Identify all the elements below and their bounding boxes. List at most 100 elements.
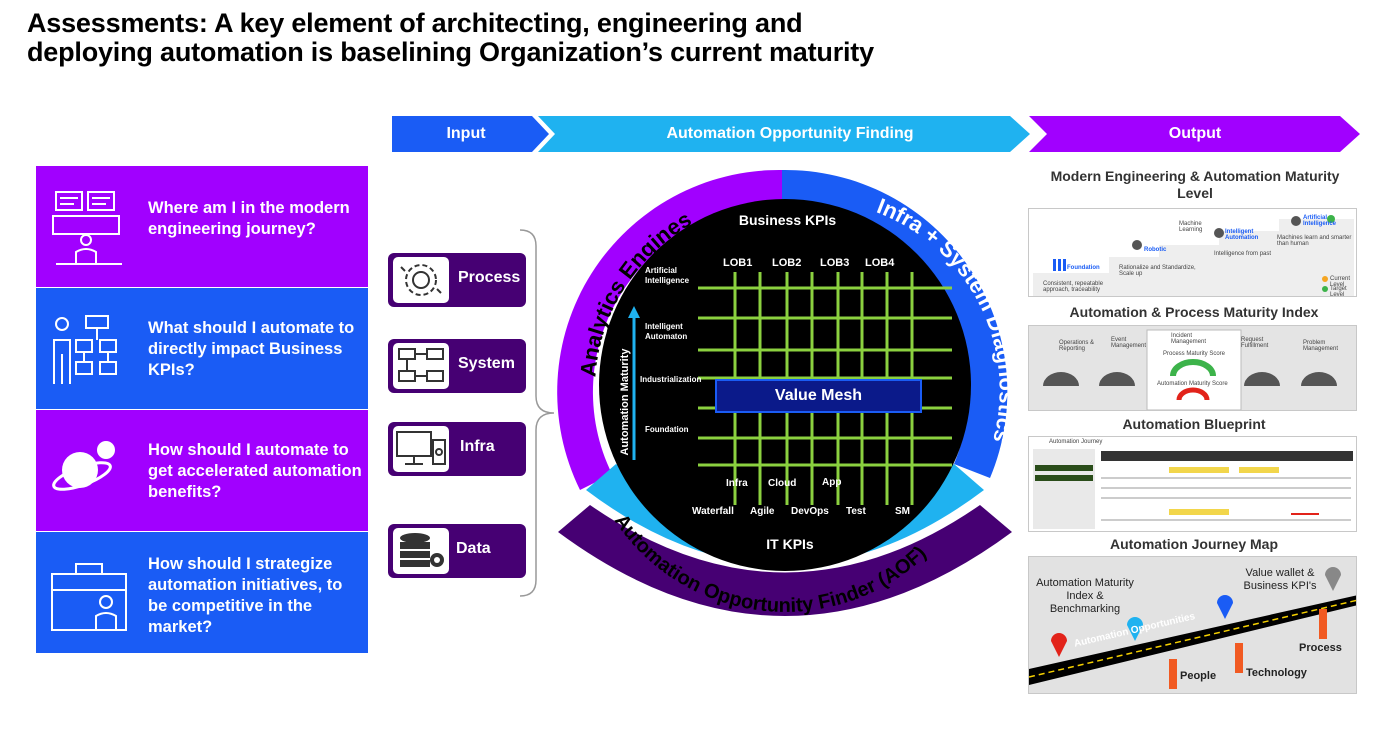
it-method: SM (895, 506, 910, 517)
frameworks-band (558, 505, 1012, 616)
question-box-strategize: How should I strategize automation initi… (36, 532, 368, 653)
input-label: Process (458, 269, 521, 286)
analytics-engines-arc (557, 169, 782, 490)
maturity-index-title: Automation & Process Maturity Index (1069, 304, 1319, 320)
database-gear-icon (400, 533, 444, 567)
stair-note: Intelligence from past (1214, 251, 1272, 257)
maturity-axis-label: Automation Maturity (619, 348, 631, 456)
index-card: Operations & Reporting (1059, 340, 1095, 352)
finding-chevron (538, 116, 1030, 152)
input-label: Input (446, 125, 486, 142)
input-system: System (388, 339, 526, 393)
gauges-graphic (1043, 329, 1337, 410)
input-label: System (458, 355, 515, 372)
finding-label: Automation Opportunity Finding (666, 125, 914, 142)
stair-label: Foundation (1067, 265, 1100, 271)
question-box-automate: What should I automate to directly impac… (36, 288, 368, 409)
system-flow-icon (398, 348, 444, 382)
blueprint-header: Automation Journey (1049, 439, 1103, 445)
question-text: What should I automate to directly impac… (148, 319, 355, 379)
gear-cycle-icon (400, 264, 442, 296)
index-card: Problem Management (1303, 340, 1339, 352)
lob-label: LOB1 (723, 257, 753, 269)
stair-label: Artificial Intelligence (1303, 215, 1337, 227)
lob-label: LOB3 (820, 257, 850, 269)
legend-target: Target Level (1330, 286, 1347, 297)
journey-title: Automation Journey Map (1109, 536, 1278, 552)
aof-circle-diagram: Analytics Engines Infra + System Diagnos… (557, 169, 1020, 660)
presenter-flowchart-icon (53, 315, 117, 384)
briefcase-person-icon (51, 563, 127, 631)
it-category: Infra (726, 478, 748, 489)
output-label: Output (1168, 125, 1222, 142)
lob-label: LOB4 (865, 257, 895, 269)
input-label: Data (456, 540, 491, 557)
output-chevron (1029, 116, 1360, 152)
blueprint-panel: Automation Journey (1028, 436, 1357, 532)
maturity-index-panel: Operations & Reporting Event Management … (1028, 325, 1357, 411)
lob-label: LOB2 (772, 257, 802, 269)
machine-learning-label: Machine Learning (1179, 221, 1203, 233)
journey-map-panel: Automation Maturity Index & Benchmarking… (1028, 556, 1357, 694)
maturity-level: Intelligent Automaton (645, 322, 688, 341)
it-method: Agile (750, 506, 775, 517)
page-title-line1: Assessments: A key element of architecti… (27, 8, 803, 38)
stair-label: Intelligent Automation (1225, 229, 1259, 241)
location-pin-icon (1051, 633, 1067, 657)
maturity-level: Industrialization (640, 375, 702, 384)
maturity-level: Foundation (645, 425, 689, 434)
index-score: Process Maturity Score (1163, 351, 1226, 357)
it-method: DevOps (791, 506, 829, 517)
blueprint-title: Automation Blueprint (1122, 416, 1266, 432)
input-brace (519, 229, 555, 597)
index-card: Incident Management (1171, 333, 1207, 345)
infra-diagnostics-arc (782, 169, 1008, 478)
journey-process-label: Process (1299, 642, 1342, 654)
stair-label: Robotic (1144, 247, 1167, 253)
phase-banner (392, 116, 1360, 152)
planet-icon (52, 441, 115, 491)
question-text: How should I automate to get accelerated… (148, 441, 362, 501)
it-method: Test (846, 506, 866, 517)
it-method: Waterfall (692, 506, 734, 517)
input-infra: Infra (388, 422, 526, 476)
stairs-graphic (1033, 215, 1354, 296)
input-data: Data (388, 524, 526, 578)
maturity-level: Artificial Intelligence (645, 266, 690, 285)
blueprint-graphic (1033, 449, 1353, 529)
input-process: Process (388, 253, 526, 307)
journey-road-graphic (1029, 567, 1356, 689)
it-category: App (822, 477, 842, 488)
index-card: Event Management (1111, 337, 1147, 349)
index-score: Automation Maturity Score (1157, 381, 1228, 387)
input-chevron (392, 116, 549, 152)
maturity-stairs-panel: Foundation Robotic Intelligent Automatio… (1028, 208, 1357, 297)
location-pin-icon (1217, 595, 1233, 619)
stair-note: Machines learn and smarter than human (1277, 235, 1352, 247)
journey-benchmark-label: Automation Maturity Index & Benchmarking (1036, 577, 1134, 615)
question-text: How should I strategize automation initi… (148, 555, 343, 636)
it-kpis-label: IT KPIs (766, 536, 814, 552)
question-text: Where am I in the modern engineering jou… (148, 199, 350, 238)
page-title-line2: deploying automation is baselining Organ… (27, 37, 874, 67)
journey-technology-label: Technology (1246, 667, 1307, 679)
question-box-how: How should I automate to get accelerated… (36, 410, 368, 531)
stair-note: Rationalize and Standardize, Scale up (1119, 265, 1196, 277)
location-pin-icon (1325, 567, 1341, 591)
screens-person-icon (52, 191, 122, 265)
business-kpis-label: Business KPIs (738, 212, 837, 228)
maturity-level-title: Modern Engineering & Automation Maturity… (1050, 168, 1340, 201)
location-pin-icon (1127, 617, 1143, 641)
page-title: Assessments: A key element of architecti… (27, 9, 1027, 67)
input-label: Infra (460, 438, 495, 455)
journey-people-label: People (1180, 670, 1217, 682)
question-box-journey: Where am I in the modern engineering jou… (36, 166, 368, 287)
journey-wallet-label: Value wallet & Business KPI's (1243, 567, 1317, 592)
it-category: Cloud (768, 478, 797, 489)
stair-note: Consistent, repeatable approach, traceab… (1043, 281, 1104, 293)
index-card: Request Fulfillment (1241, 337, 1269, 349)
monitor-gear-icon (396, 431, 446, 465)
value-mesh-box (715, 379, 922, 413)
value-mesh-label: Value Mesh (774, 387, 863, 404)
legend-current: Current Level (1330, 276, 1351, 288)
